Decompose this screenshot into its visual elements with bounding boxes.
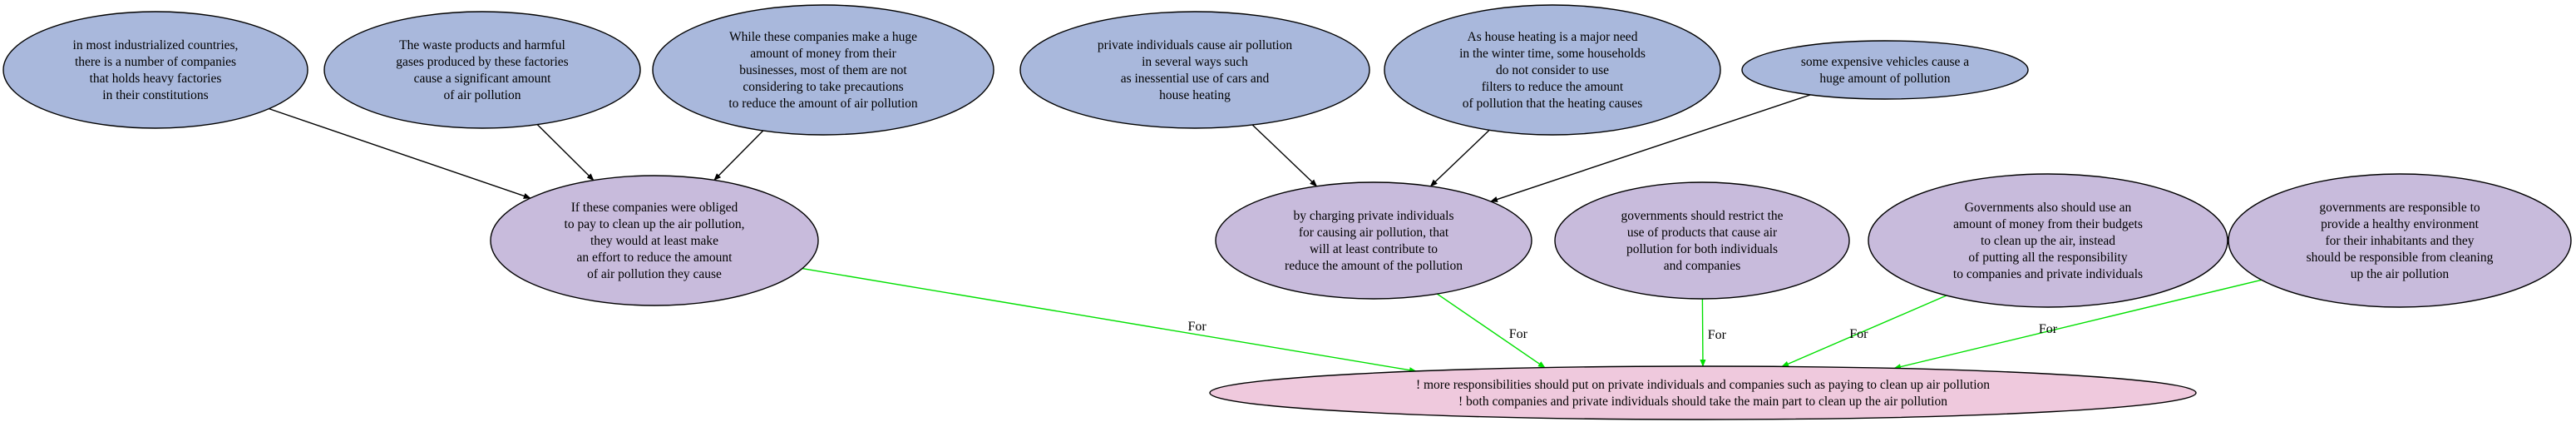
node-text-line: governments are responsible to	[2319, 201, 2480, 215]
node-n10-claim: Governments also should use an amount of …	[1868, 173, 2228, 308]
node-text-line: gases produced by these factories	[396, 55, 568, 69]
node-text-line: As house heating is a major need	[1468, 30, 1638, 44]
node-text-line: in most industrialized countries,	[73, 38, 239, 52]
edge-label-for: For	[1509, 327, 1528, 341]
node-text-line: If these companies were obliged	[571, 201, 738, 215]
node-n1-premise: in most industrialized countries, there i…	[2, 11, 308, 129]
node-text-line: ! more responsibilities should put on pr…	[1416, 378, 1990, 392]
node-text-line: considering to take precautions	[743, 80, 903, 94]
node-text-line: of putting all the responsibility	[1968, 251, 2127, 265]
edge-n9-to-n12	[1700, 298, 1706, 367]
node-ellipse	[652, 4, 994, 136]
node-text-line: house heating	[1159, 88, 1231, 102]
node-n6-premise: some expensive vehicles cause a huge amou…	[1741, 40, 2029, 100]
node-ellipse	[2228, 173, 2572, 308]
edge-n8-to-n12	[1436, 293, 1546, 369]
node-text-line: of pollution that the heating causes	[1463, 97, 1643, 111]
node-text-line: in their constitutions	[102, 88, 208, 102]
edge-label-for: For	[1708, 328, 1727, 342]
node-text-line: While these companies make a huge	[729, 30, 917, 44]
node-text-line: up the air pollution	[2351, 267, 2450, 281]
node-ellipse	[1554, 181, 1850, 300]
edge-n11-to-n12	[1893, 279, 2262, 370]
node-text-line: that holds heavy factories	[90, 72, 222, 86]
node-text-line: filters to reduce the amount	[1482, 80, 1624, 94]
node-text-line: as inessential use of cars and	[1121, 72, 1270, 86]
node-ellipse	[1215, 181, 1532, 300]
node-text-line: for causing air pollution, that	[1299, 226, 1449, 240]
node-text-line: use of products that cause air	[1627, 226, 1778, 240]
node-text-line: The waste products and harmful	[399, 38, 565, 52]
node-n7-claim: If these companies were obliged to pay to…	[490, 175, 819, 306]
node-n12-main: ! more responsibilities should put on pr…	[1209, 365, 2197, 420]
node-text-line: there is a number of companies	[75, 55, 236, 69]
node-text-line: amount of money from their	[750, 47, 896, 61]
node-ellipse	[1384, 4, 1721, 136]
node-ellipse	[1209, 365, 2197, 420]
node-text-line: governments should restrict the	[1621, 209, 1784, 223]
edge-n10-to-n12	[1781, 295, 1947, 368]
node-text-line: reduce the amount of the pollution	[1285, 259, 1463, 273]
node-text-line: do not consider to use	[1496, 63, 1609, 77]
node-text-line: to reduce the amount of air pollution	[728, 97, 918, 111]
node-ellipse	[1741, 40, 2029, 100]
node-text-line: Governments also should use an	[1965, 201, 2132, 215]
node-text-line: huge amount of pollution	[1819, 72, 1950, 86]
node-ellipse	[323, 11, 641, 129]
edge-n5-to-n8	[1429, 129, 1490, 187]
node-text-line: pollution for both individuals	[1626, 242, 1778, 256]
edge-n6-to-n8	[1490, 94, 1811, 202]
node-text-line: to clean up the air, instead	[1981, 234, 2115, 248]
node-n2-premise: The waste products and harmful gases prod…	[323, 11, 641, 129]
node-n11-claim: governments are responsible to provide a …	[2228, 173, 2572, 308]
node-n4-premise: private individuals cause air pollution i…	[1019, 11, 1370, 129]
node-text-line: for their inhabitants and they	[2325, 234, 2474, 248]
edge-n2-to-n7	[536, 124, 595, 181]
node-text-line: in the winter time, some households	[1459, 47, 1646, 61]
node-text-line: of air pollution	[444, 88, 521, 102]
node-text-line: of air pollution they cause	[587, 267, 722, 281]
node-text-line: they would at least make	[590, 234, 718, 248]
node-text-line: cause a significant amount	[414, 72, 552, 86]
node-text-line: should be responsible from cleaning	[2307, 251, 2494, 265]
edge-n7-to-n12	[802, 267, 1417, 374]
edge-label-for: For	[1187, 320, 1207, 334]
node-ellipse	[490, 175, 819, 306]
edge-label-for: For	[1849, 327, 1868, 341]
nodes-layer: in most industrialized countries, there i…	[2, 4, 2572, 420]
edge-n3-to-n7	[713, 130, 764, 181]
node-text-line: will at least contribute to	[1310, 242, 1438, 256]
node-text-line: to companies and private individuals	[1953, 267, 2143, 281]
edge-n1-to-n7	[269, 107, 531, 199]
node-text-line: provide a healthy environment	[2321, 217, 2480, 231]
node-text-line: an effort to reduce the amount	[577, 251, 733, 265]
node-ellipse	[2, 11, 308, 129]
node-n3-premise: While these companies make a huge amount …	[652, 4, 994, 136]
node-n9-claim: governments should restrict the use of pr…	[1554, 181, 1850, 300]
node-text-line: some expensive vehicles cause a	[1801, 55, 1969, 69]
edge-n4-to-n8	[1251, 124, 1318, 187]
node-ellipse	[1019, 11, 1370, 129]
node-text-line: businesses, most of them are not	[739, 63, 907, 77]
node-text-line: by charging private individuals	[1294, 209, 1454, 223]
node-text-line: private individuals cause air pollution	[1098, 38, 1292, 52]
node-n8-claim: by charging private individuals for causi…	[1215, 181, 1532, 300]
edge-label-for: For	[2039, 322, 2058, 336]
node-text-line: to pay to clean up the air pollution,	[565, 217, 745, 231]
node-ellipse	[1868, 173, 2228, 308]
node-text-line: and companies	[1664, 259, 1741, 273]
node-text-line: ! both companies and private individuals…	[1458, 395, 1947, 409]
node-n5-premise: As house heating is a major need in the w…	[1384, 4, 1721, 136]
node-text-line: in several ways such	[1142, 55, 1248, 69]
node-text-line: amount of money from their budgets	[1953, 217, 2143, 231]
